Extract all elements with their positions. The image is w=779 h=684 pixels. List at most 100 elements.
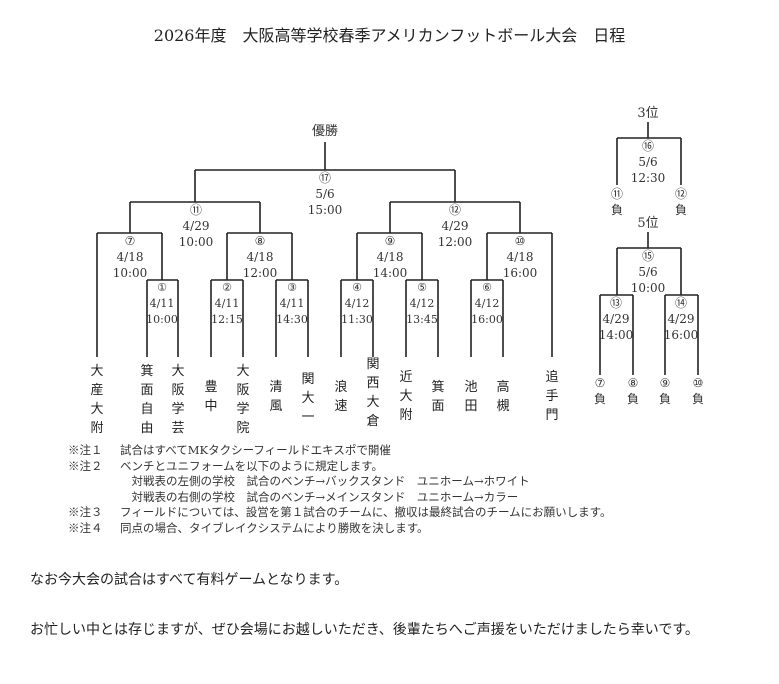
game-number: ⑨ [384,234,396,248]
team-name: 箕面自由 [140,364,154,436]
fifth-place-label: 5位 [637,216,659,231]
note-line: ※注３ フィールドについては、設営を第１試合のチームに、撤収は最終試合のチームにお… [68,505,612,521]
game-time: 16:00 [502,266,538,280]
loser-game-number: ⑪ [610,187,624,201]
loser-game-number: ⑨ [659,376,671,390]
game-time: 16:00 [471,313,503,326]
paid-games-paragraph: なお今大会の試合はすべて有料ゲームとなります。 [30,572,349,588]
team-name: 関西大倉 [366,357,380,429]
team-name: 追手門 [545,370,559,423]
note-text: 同点の場合、タイブレイクシステムにより勝敗を決します。 [120,520,429,535]
game-time: 14:00 [598,328,634,342]
game-time: 12:00 [437,235,473,249]
game-number: ⑩ [514,234,526,248]
game-date: 4/11 [149,297,175,310]
loser-label: 負 [626,392,640,406]
game-number: ⑫ [448,203,462,217]
note-text: フィールドについては、設営を第１試合のチームに、撤収は最終試合のチームにお願いし… [120,505,612,519]
note-text: 対戦表の右側の学校 試合のベンチ→メインスタンド ユニホーム→カラー [120,489,519,504]
note-text: 試合はすべてMKタクシーフィールドエキスポで開催 [120,443,391,457]
note-text: ベンチとユニフォームを以下のように規定します。 [120,458,384,473]
team-name: 大阪学芸 [171,364,185,436]
game-time: 16:00 [663,328,699,342]
loser-label: 負 [658,392,672,406]
note-line: ※注２ ベンチとユニフォームを以下のように規定します。 [68,459,383,475]
game-time: 10:00 [630,281,666,295]
game-date: 4/29 [441,219,469,233]
team-name: 豊中 [204,380,218,414]
game-date: 4/29 [602,312,630,326]
team-name: 近大附 [399,370,413,423]
game-time: 12:30 [630,171,666,185]
game-number: ⑪ [189,203,203,217]
team-name: 清風 [269,380,283,414]
game-date: 5/6 [315,187,335,201]
game-date: 4/18 [376,250,404,264]
note-text: 対戦表の左側の学校 試合のベンチ→バックスタンド ユニホーム→ホワイト [120,474,530,488]
game-date: 4/18 [506,250,534,264]
loser-label: 負 [593,392,607,406]
team-name: 大阪学院 [236,364,250,436]
game-date: 5/6 [638,155,658,169]
game-date: 4/12 [344,297,370,310]
game-number: ④ [352,281,362,294]
note-line: ※注４ 同点の場合、タイブレイクシステムにより勝敗を決します。 [68,521,429,537]
team-name: 浪速 [334,380,348,414]
team-name: 大産大附 [90,364,104,436]
game-time: 12:00 [242,266,278,280]
game-number: ② [222,281,232,294]
game-number: ⑤ [417,281,427,294]
game-number: ③ [287,281,297,294]
page-title: 2026年度 大阪高等学校春季アメリカンフットボール大会 日程 [153,26,626,45]
team-name: 関大一 [301,372,315,425]
note-key: ※注４ [68,520,103,535]
team-name: 高槻 [496,380,510,414]
game-date: 4/12 [409,297,435,310]
loser-label: 負 [691,392,705,406]
loser-game-number: ⑦ [594,376,606,390]
game-date: 4/29 [667,312,695,326]
note-line: ※注１ 試合はすべてMKタクシーフィールドエキスポで開催 [68,443,391,459]
game-time: 13:45 [406,313,438,326]
team-name: 箕面 [431,380,445,414]
game-number: ⑯ [641,139,655,153]
game-time: 14:00 [372,266,408,280]
game-number: ⑭ [674,296,688,310]
game-date: 4/29 [182,219,210,233]
game-time: 14:30 [276,313,308,326]
champion-label: 優勝 [311,124,339,139]
game-number: ⑮ [641,249,655,263]
game-time: 12:15 [211,313,243,326]
third-place-label: 3位 [637,106,659,121]
loser-game-number: ⑧ [627,376,639,390]
game-number: ⑰ [318,171,332,185]
game-time: 10:00 [112,266,148,280]
game-date: 4/12 [474,297,500,310]
game-time: 10:00 [178,235,214,249]
game-number: ⑬ [609,296,623,310]
note-line: 対戦表の右側の学校 試合のベンチ→メインスタンド ユニホーム→カラー [68,490,518,506]
game-date: 4/18 [116,250,144,264]
note-key: ※注１ [68,443,103,457]
game-date: 5/6 [638,265,658,279]
game-number: ① [157,281,167,294]
note-key: ※注３ [68,505,103,519]
note-line: 対戦表の左側の学校 試合のベンチ→バックスタンド ユニホーム→ホワイト [68,474,530,490]
loser-label: 負 [674,203,688,217]
game-time: 11:30 [341,313,373,326]
game-date: 4/11 [279,297,305,310]
loser-game-number: ⑫ [674,187,688,201]
note-key: ※注２ [68,458,103,473]
game-time: 10:00 [146,313,178,326]
game-number: ⑧ [254,234,266,248]
game-date: 4/11 [214,297,240,310]
game-number: ⑦ [124,234,136,248]
game-number: ⑥ [482,281,492,294]
game-date: 4/18 [246,250,274,264]
loser-game-number: ⑩ [692,376,704,390]
closing-paragraph: お忙しい中とは存じますが、ぜひ会場にお越しいただき、後輩たちへご声援をいただけま… [30,622,699,638]
loser-label: 負 [610,203,624,217]
game-time: 15:00 [307,203,343,217]
